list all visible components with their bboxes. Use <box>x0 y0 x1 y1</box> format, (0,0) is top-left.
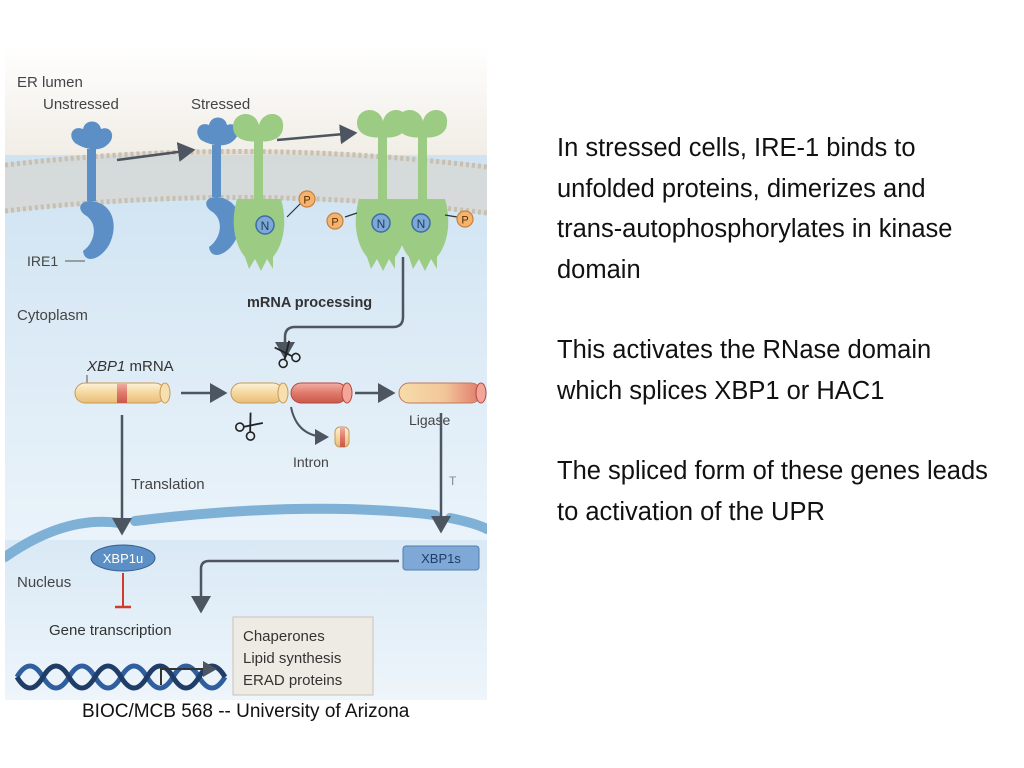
phosphate-link <box>444 214 458 218</box>
label-ligase: Ligase <box>409 412 450 428</box>
phosphate-link <box>286 202 302 218</box>
target-gene-erad-proteins: ERAD proteins <box>243 672 342 689</box>
nuclear-envelope <box>5 503 487 562</box>
label-xbp1-mrna: XBP1 mRNA <box>86 358 174 375</box>
svg-text:XBP1u: XBP1u <box>103 551 143 566</box>
xbp1-mrna-cut-downstream <box>290 382 353 404</box>
footer-credit: BIOC/MCB 568 -- University of Arizona <box>82 701 410 722</box>
arrow-activation <box>191 559 399 614</box>
phosphate-marker: P <box>298 190 316 208</box>
arrow-unstressed-to-stressed <box>116 142 196 162</box>
xbp1s-protein: XBP1s <box>402 545 480 571</box>
label-er-lumen: ER lumen <box>17 74 83 91</box>
svg-text:P: P <box>461 215 468 227</box>
phosphate-marker: P <box>326 212 344 230</box>
nucleotide-marker: N <box>411 213 431 233</box>
ire1-stressed-blue <box>197 117 240 255</box>
label-translation: Translation <box>131 476 205 493</box>
scissors-icon <box>234 412 264 441</box>
xbp1-mrna-unspliced <box>74 382 171 404</box>
xbp1u-protein: XBP1u <box>90 544 156 572</box>
phosphate-link <box>344 212 358 218</box>
label-cytoplasm: Cytoplasm <box>17 307 88 324</box>
ire1-monomer-unstressed <box>71 121 114 259</box>
explanation-text: In stressed cells, IRE-1 binds to unfold… <box>557 128 997 532</box>
nucleotide-marker: N <box>371 213 391 233</box>
svg-text:P: P <box>331 217 338 229</box>
label-unstressed: Unstressed <box>43 96 119 113</box>
paragraph-ire1-binding: In stressed cells, IRE-1 binds to unfold… <box>557 134 953 284</box>
arrow-dimerization <box>276 124 358 145</box>
xbp1-mrna-cut-exon <box>230 382 289 404</box>
xbp1-mrna-spliced <box>398 382 487 404</box>
ire1-xbp1-splicing-diagram: ER lumen Unstressed Stressed Cytoplasm N… <box>5 45 487 700</box>
svg-text:P: P <box>303 195 310 207</box>
svg-text:N: N <box>417 217 426 231</box>
target-genes-box <box>232 616 374 696</box>
label-ire1: IRE1 <box>27 253 58 269</box>
svg-text:XBP1s: XBP1s <box>421 551 461 566</box>
svg-text:N: N <box>377 217 386 231</box>
paragraph-upr-activation: The spliced form of these genes leads to… <box>557 457 988 526</box>
scissors-icon <box>274 340 301 369</box>
arrow-intron <box>290 406 329 445</box>
arrow-mrna-processing <box>275 257 405 360</box>
label-nucleus: Nucleus <box>17 574 71 591</box>
label-intron: Intron <box>293 454 329 470</box>
label-stressed: Stressed <box>191 96 250 113</box>
label-mrna-processing: mRNA processing <box>247 295 372 311</box>
label-translation-fragment: T <box>449 474 457 488</box>
target-gene-chaperones: Chaperones <box>243 628 325 645</box>
arrow-transcription-start <box>160 661 217 685</box>
paragraph-rnase-activation: This activates the RNase domain which sp… <box>557 336 932 405</box>
nucleotide-marker: N <box>255 215 275 235</box>
intron-fragment <box>334 426 350 448</box>
phosphate-marker: P <box>456 210 474 228</box>
label-gene-transcription: Gene transcription <box>49 622 172 639</box>
target-gene-lipid-synthesis: Lipid synthesis <box>243 650 341 667</box>
svg-text:N: N <box>261 219 270 233</box>
